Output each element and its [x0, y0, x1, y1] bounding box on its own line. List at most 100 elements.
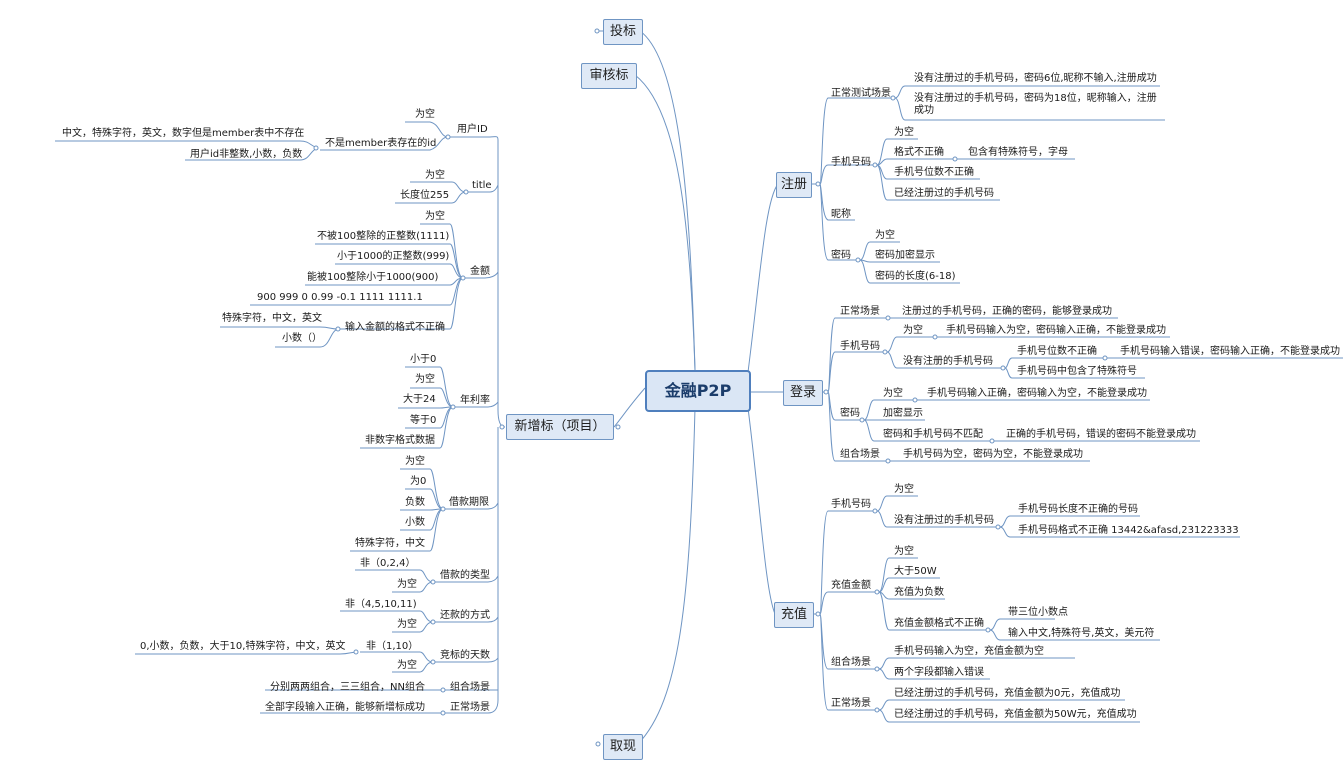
node-zc-phone-p3[interactable]: 手机号位数不正确	[894, 167, 974, 178]
node-userid-not-member[interactable]: 不是member表存在的id	[325, 138, 437, 149]
node-amount-a3[interactable]: 能被100整除小于1000(900)	[307, 272, 439, 283]
node-cz-combo-v1[interactable]: 手机号码输入为空，充值金额为空	[894, 646, 1044, 657]
node-dl-phone-p2[interactable]: 没有注册的手机号码	[903, 356, 993, 367]
branch-quxian[interactable]: 取现	[603, 734, 643, 760]
node-dl-pwd-w1a[interactable]: 手机号码输入正确，密码输入为空，不能登录成功	[927, 388, 1147, 399]
node-dl-phone-p2a1[interactable]: 手机号码输入错误，密码输入正确，不能登录成功	[1120, 346, 1340, 357]
node-cz-phone-p2b[interactable]: 手机号码格式不正确 13442&afasd,231223333	[1018, 525, 1239, 536]
node-dl-normal-v1[interactable]: 注册过的手机号码，正确的密码，能够登录成功	[902, 306, 1112, 317]
node-repay-v1[interactable]: 非（4,5,10,11)	[345, 599, 417, 610]
node-zc-pwd-w2[interactable]: 密码加密显示	[875, 250, 935, 261]
node-zc-pwd[interactable]: 密码	[831, 250, 851, 261]
node-cz-amount-a4a[interactable]: 带三位小数点	[1008, 607, 1068, 618]
node-repay-v2[interactable]: 为空	[397, 619, 417, 630]
node-rate[interactable]: 年利率	[460, 395, 490, 406]
node-zc-normal-n2[interactable]: 没有注册过的手机号码，密码为18位，昵称输入，注册成功	[914, 93, 1157, 116]
node-zc-pwd-w1[interactable]: 为空	[875, 230, 895, 241]
node-cz-combo[interactable]: 组合场景	[831, 657, 871, 668]
node-cz-amount-a2[interactable]: 大于50W	[894, 566, 937, 577]
node-title-empty[interactable]: 为空	[425, 170, 445, 181]
node-cz-phone-p2[interactable]: 没有注册过的手机号码	[894, 515, 994, 526]
node-cz-amount-a3[interactable]: 充值为负数	[894, 587, 944, 598]
node-amount-f2[interactable]: 小数（）	[282, 333, 322, 344]
node-dl-pwd-w2[interactable]: 加密显示	[883, 408, 923, 419]
node-loantype-v1[interactable]: 非（0,2,4）	[360, 558, 416, 569]
node-amount-fmt[interactable]: 输入金额的格式不正确	[345, 322, 445, 333]
node-term-t3[interactable]: 负数	[405, 497, 425, 508]
node-dl-phone-p2b[interactable]: 手机号码中包含了特殊符号	[1017, 366, 1137, 377]
node-rate-r3[interactable]: 大于24	[403, 394, 436, 405]
node-rate-r1[interactable]: 小于0	[410, 354, 437, 365]
node-dl-combo[interactable]: 组合场景	[840, 449, 880, 460]
branch-denglu[interactable]: 登录	[783, 380, 823, 406]
node-dl-pwd-w1[interactable]: 为空	[883, 388, 903, 399]
node-zc-normal[interactable]: 正常测试场景	[831, 88, 891, 99]
node-amount-a1[interactable]: 不被100整除的正整数(1111)	[317, 231, 450, 242]
branch-chongzhi[interactable]: 充值	[774, 602, 814, 628]
root-node[interactable]: 金融P2P	[645, 370, 751, 412]
node-cz-phone[interactable]: 手机号码	[831, 499, 871, 510]
node-title[interactable]: title	[472, 180, 492, 191]
node-userid[interactable]: 用户ID	[457, 124, 488, 135]
node-dl-normal[interactable]: 正常场景	[840, 306, 880, 317]
node-term-t5[interactable]: 特殊字符，中文	[355, 538, 425, 549]
node-amount-a2[interactable]: 小于1000的正整数(999)	[337, 251, 450, 262]
node-normal-v1[interactable]: 全部字段输入正确，能够新增标成功	[265, 702, 425, 713]
node-cz-amount-a4[interactable]: 充值金额格式不正确	[894, 618, 984, 629]
node-rate-r4[interactable]: 等于0	[410, 415, 437, 426]
node-amount-empty[interactable]: 为空	[425, 211, 445, 222]
node-zc-normal-n1[interactable]: 没有注册过的手机号码，密码6位,昵称不输入,注册成功	[914, 73, 1157, 84]
node-cz-amount-a4b[interactable]: 输入中文,特殊符号,英文，美元符	[1008, 628, 1155, 639]
node-cz-normal[interactable]: 正常场景	[831, 698, 871, 709]
branch-toubiao[interactable]: 投标	[603, 19, 643, 45]
node-cz-phone-p2a[interactable]: 手机号码长度不正确的号码	[1018, 504, 1138, 515]
node-days-v2[interactable]: 为空	[397, 660, 417, 671]
node-cz-amount[interactable]: 充值金额	[831, 580, 871, 591]
node-zc-phone-p4[interactable]: 已经注册过的手机号码	[894, 188, 994, 199]
node-dl-phone-p2a[interactable]: 手机号位数不正确	[1017, 346, 1097, 357]
node-zc-nick[interactable]: 昵称	[831, 209, 851, 220]
node-days-v1a[interactable]: 0,小数，负数，大于10,特殊字符，中文，英文	[140, 641, 346, 652]
node-days[interactable]: 竞标的天数	[440, 650, 490, 661]
node-title-len[interactable]: 长度位255	[400, 190, 450, 201]
node-cz-amount-a1[interactable]: 为空	[894, 546, 914, 557]
node-combo-v1[interactable]: 分别两两组合，三三组合，NN组合	[270, 682, 425, 693]
node-loantype-v2[interactable]: 为空	[397, 579, 417, 590]
node-cz-normal-v1[interactable]: 已经注册过的手机号码，充值金额为0元，充值成功	[894, 688, 1121, 699]
branch-shenhe[interactable]: 审核标	[581, 63, 637, 89]
node-repay[interactable]: 还款的方式	[440, 610, 490, 621]
node-dl-pwd-w3a[interactable]: 正确的手机号码，错误的密码不能登录成功	[1006, 429, 1196, 440]
node-zc-pwd-w3[interactable]: 密码的长度(6-18)	[875, 271, 956, 282]
node-dl-pwd-w3[interactable]: 密码和手机号码不匹配	[883, 429, 983, 440]
node-zc-phone[interactable]: 手机号码	[831, 157, 871, 168]
node-zc-phone-p1[interactable]: 为空	[894, 127, 914, 138]
node-zc-phone-p2a[interactable]: 包含有特殊符号，字母	[968, 147, 1068, 158]
branch-zhuce[interactable]: 注册	[776, 172, 812, 198]
node-term-t4[interactable]: 小数	[405, 517, 425, 528]
node-userid-nm2[interactable]: 用户id非整数,小数，负数	[190, 149, 303, 160]
node-dl-pwd[interactable]: 密码	[840, 408, 860, 419]
node-cz-combo-v2[interactable]: 两个字段都输入错误	[894, 667, 984, 678]
node-dl-phone-p1[interactable]: 为空	[903, 325, 923, 336]
node-normal[interactable]: 正常场景	[450, 702, 490, 713]
node-dl-combo-v1[interactable]: 手机号码为空，密码为空，不能登录成功	[903, 449, 1083, 460]
node-loantype[interactable]: 借款的类型	[440, 570, 490, 581]
node-rate-r2[interactable]: 为空	[415, 374, 435, 385]
node-dl-phone[interactable]: 手机号码	[840, 341, 880, 352]
node-userid-empty[interactable]: 为空	[415, 109, 435, 120]
node-amount-f1[interactable]: 特殊字符，中文，英文	[222, 313, 322, 324]
node-term[interactable]: 借款期限	[449, 497, 489, 508]
node-amount[interactable]: 金额	[470, 266, 490, 277]
node-amount-a4[interactable]: 900 999 0 0.99 -0.1 1111 1111.1	[257, 292, 423, 303]
node-term-t1[interactable]: 为空	[405, 456, 425, 467]
node-userid-nm1[interactable]: 中文，特殊字符，英文，数字但是member表中不存在	[62, 128, 305, 139]
node-term-t2[interactable]: 为0	[410, 476, 427, 487]
node-rate-r5[interactable]: 非数字格式数据	[365, 435, 435, 446]
node-combo[interactable]: 组合场景	[450, 682, 490, 693]
node-zc-phone-p2[interactable]: 格式不正确	[894, 147, 944, 158]
branch-xinzeng[interactable]: 新增标（项目）	[506, 414, 614, 440]
node-cz-phone-p1[interactable]: 为空	[894, 484, 914, 495]
node-dl-phone-p1a[interactable]: 手机号码输入为空，密码输入正确，不能登录成功	[946, 325, 1166, 336]
node-cz-normal-v2[interactable]: 已经注册过的手机号码，充值金额为50W元，充值成功	[894, 709, 1137, 720]
node-days-v1[interactable]: 非（1,10）	[366, 641, 419, 652]
